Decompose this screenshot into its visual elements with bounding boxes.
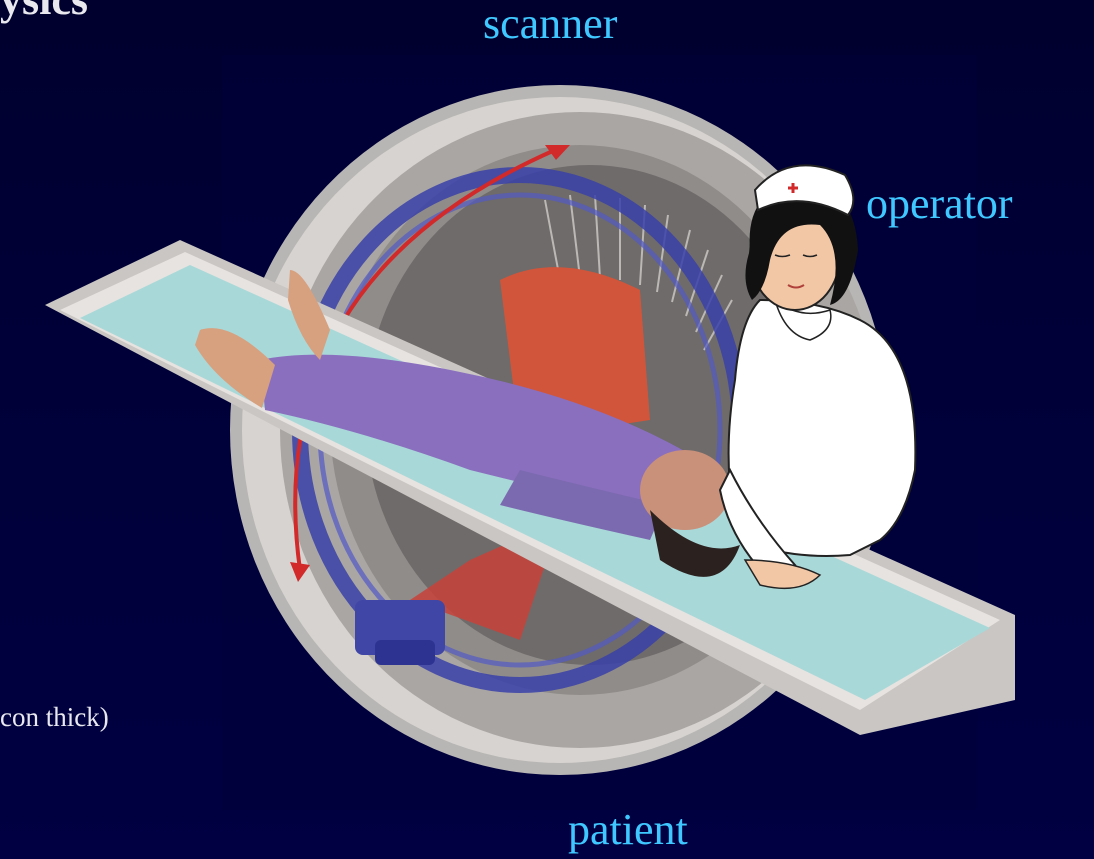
- patient-label: patient: [568, 808, 688, 852]
- operator-label: operator: [866, 182, 1013, 226]
- scanner-label: scanner: [483, 2, 617, 46]
- thickness-note: con thick): [0, 704, 109, 731]
- title-fragment: ysics: [0, 0, 88, 22]
